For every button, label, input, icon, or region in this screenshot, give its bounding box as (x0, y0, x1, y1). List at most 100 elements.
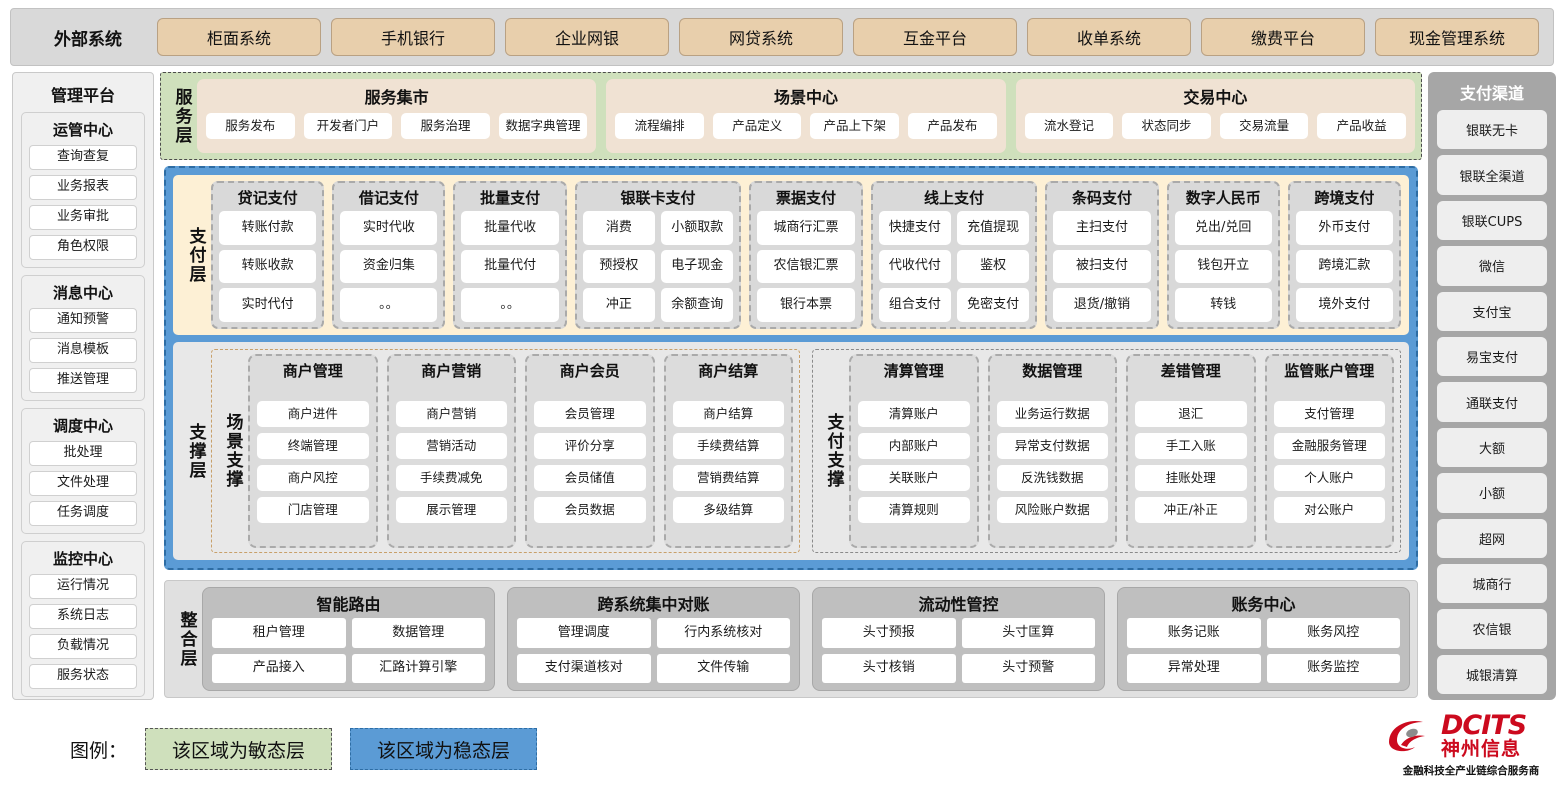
support-item-0-0-0[interactable]: 商户进件 (257, 401, 369, 427)
external-system-0[interactable]: 柜面系统 (157, 18, 321, 56)
service-item-2-2[interactable]: 交易流量 (1219, 113, 1309, 139)
support-item-1-0-2[interactable]: 关联账户 (858, 465, 970, 491)
payment-channel-12[interactable]: 城银清算 (1437, 654, 1547, 695)
support-item-1-2-2[interactable]: 挂账处理 (1135, 465, 1247, 491)
management-item-3-0[interactable]: 运行情况 (29, 574, 137, 599)
external-system-7[interactable]: 现金管理系统 (1375, 18, 1539, 56)
service-item-0-2[interactable]: 服务治理 (401, 113, 490, 139)
support-item-0-0-1[interactable]: 终端管理 (257, 433, 369, 459)
management-item-2-0[interactable]: 批处理 (29, 441, 137, 466)
payment-item-6-2-0[interactable]: 退货/撤销 (1053, 288, 1151, 323)
support-item-1-0-1[interactable]: 内部账户 (858, 433, 970, 459)
payment-channel-7[interactable]: 大额 (1437, 427, 1547, 468)
management-item-3-2[interactable]: 负载情况 (29, 634, 137, 659)
support-item-1-3-2[interactable]: 个人账户 (1273, 465, 1385, 491)
support-item-1-0-3[interactable]: 清算规则 (858, 497, 970, 523)
payment-item-2-0-0[interactable]: 批量代收 (461, 211, 559, 245)
management-item-3-3[interactable]: 服务状态 (29, 664, 137, 689)
support-item-0-1-0[interactable]: 商户营销 (395, 401, 507, 427)
support-item-0-3-3[interactable]: 多级结算 (672, 497, 784, 523)
payment-item-5-0-0[interactable]: 快捷支付 (878, 211, 951, 245)
integration-item-1-0-0[interactable]: 管理调度 (517, 618, 651, 648)
integration-item-3-1-1[interactable]: 账务监控 (1266, 653, 1400, 683)
payment-item-0-0-0[interactable]: 转账付款 (219, 211, 317, 245)
payment-item-8-0-0[interactable]: 外币支付 (1295, 211, 1394, 245)
support-item-0-0-3[interactable]: 门店管理 (257, 497, 369, 523)
service-item-1-2[interactable]: 产品上下架 (810, 113, 900, 139)
support-item-0-2-0[interactable]: 会员管理 (534, 401, 646, 427)
service-item-2-3[interactable]: 产品收益 (1317, 113, 1406, 139)
integration-item-3-1-0[interactable]: 异常处理 (1127, 653, 1261, 683)
support-item-1-3-3[interactable]: 对公账户 (1273, 497, 1385, 523)
management-item-0-0[interactable]: 查询查复 (29, 145, 137, 170)
support-item-0-1-2[interactable]: 手续费减免 (395, 465, 507, 491)
payment-channel-6[interactable]: 通联支付 (1437, 382, 1547, 422)
service-item-2-0[interactable]: 流水登记 (1024, 113, 1114, 139)
integration-item-1-0-1[interactable]: 行内系统核对 (656, 618, 790, 648)
support-item-1-3-1[interactable]: 金融服务管理 (1273, 433, 1385, 459)
integration-item-2-0-0[interactable]: 头寸预报 (822, 618, 956, 648)
external-system-6[interactable]: 缴费平台 (1201, 18, 1365, 56)
management-item-0-1[interactable]: 业务报表 (29, 175, 137, 200)
payment-item-3-2-0[interactable]: 冲正 (582, 288, 656, 323)
management-item-0-2[interactable]: 业务审批 (29, 205, 137, 230)
payment-item-6-1-0[interactable]: 被扫支付 (1053, 249, 1151, 284)
service-item-0-3[interactable]: 数据字典管理 (498, 113, 588, 139)
payment-item-5-2-1[interactable]: 免密支付 (957, 288, 1030, 323)
payment-item-7-2-0[interactable]: 转钱 (1174, 288, 1272, 323)
support-item-0-1-3[interactable]: 展示管理 (395, 497, 507, 523)
payment-item-4-0-0[interactable]: 城商行汇票 (757, 211, 855, 245)
support-item-0-2-3[interactable]: 会员数据 (534, 497, 646, 523)
support-item-0-0-2[interactable]: 商户风控 (257, 465, 369, 491)
payment-item-8-1-0[interactable]: 跨境汇款 (1295, 249, 1394, 284)
external-system-2[interactable]: 企业网银 (505, 18, 669, 56)
service-item-0-0[interactable]: 服务发布 (206, 113, 295, 139)
payment-item-4-1-0[interactable]: 农信银汇票 (757, 249, 855, 284)
payment-item-3-0-1[interactable]: 小额取款 (661, 211, 734, 245)
payment-item-3-0-0[interactable]: 消费 (582, 211, 656, 245)
support-item-0-2-1[interactable]: 评价分享 (534, 433, 646, 459)
payment-channel-8[interactable]: 小额 (1437, 473, 1547, 513)
payment-item-3-1-1[interactable]: 电子现金 (661, 249, 734, 284)
payment-item-3-2-1[interactable]: 余额查询 (661, 288, 734, 323)
external-system-3[interactable]: 网贷系统 (679, 18, 843, 56)
payment-item-4-2-0[interactable]: 银行本票 (757, 288, 855, 323)
support-item-0-3-0[interactable]: 商户结算 (672, 401, 784, 427)
support-item-1-0-0[interactable]: 清算账户 (858, 401, 970, 427)
management-item-2-1[interactable]: 文件处理 (29, 471, 137, 496)
support-item-1-1-2[interactable]: 反洗钱数据 (996, 465, 1108, 491)
payment-item-1-0-0[interactable]: 实时代收 (340, 211, 438, 245)
payment-channel-2[interactable]: 银联CUPS (1437, 200, 1547, 241)
payment-channel-0[interactable]: 银联无卡 (1437, 110, 1547, 150)
payment-channel-3[interactable]: 微信 (1437, 246, 1547, 286)
integration-item-3-0-1[interactable]: 账务风控 (1266, 618, 1400, 648)
service-item-1-1[interactable]: 产品定义 (712, 113, 802, 139)
payment-item-7-1-0[interactable]: 钱包开立 (1174, 249, 1272, 284)
external-system-5[interactable]: 收单系统 (1027, 18, 1191, 56)
integration-item-0-1-0[interactable]: 产品接入 (212, 653, 346, 683)
support-item-1-1-1[interactable]: 异常支付数据 (996, 433, 1108, 459)
management-item-1-1[interactable]: 消息模板 (29, 338, 137, 363)
payment-channel-5[interactable]: 易宝支付 (1437, 336, 1547, 377)
integration-item-2-1-0[interactable]: 头寸核销 (822, 653, 956, 683)
integration-item-0-1-1[interactable]: 汇路计算引擎 (351, 653, 485, 683)
support-item-1-2-1[interactable]: 手工入账 (1135, 433, 1247, 459)
service-item-1-3[interactable]: 产品发布 (908, 113, 997, 139)
payment-item-5-1-1[interactable]: 鉴权 (957, 249, 1030, 284)
integration-item-1-1-0[interactable]: 支付渠道核对 (517, 653, 651, 683)
payment-item-2-2-0[interactable]: 。。 (461, 288, 559, 323)
integration-item-0-0-0[interactable]: 租户管理 (212, 618, 346, 648)
payment-item-1-1-0[interactable]: 资金归集 (340, 249, 438, 284)
integration-item-2-1-1[interactable]: 头寸预警 (961, 653, 1095, 683)
integration-item-3-0-0[interactable]: 账务记账 (1127, 618, 1261, 648)
service-item-0-1[interactable]: 开发者门户 (303, 113, 393, 139)
management-item-3-1[interactable]: 系统日志 (29, 604, 137, 629)
management-item-1-2[interactable]: 推送管理 (29, 368, 137, 393)
payment-channel-11[interactable]: 农信银 (1437, 609, 1547, 649)
payment-item-5-2-0[interactable]: 组合支付 (878, 288, 951, 323)
support-item-1-1-3[interactable]: 风险账户数据 (996, 497, 1108, 523)
payment-item-0-2-0[interactable]: 实时代付 (219, 288, 317, 323)
payment-item-7-0-0[interactable]: 兑出/兑回 (1174, 211, 1272, 245)
payment-item-2-1-0[interactable]: 批量代付 (461, 249, 559, 284)
support-item-0-3-2[interactable]: 营销费结算 (672, 465, 784, 491)
